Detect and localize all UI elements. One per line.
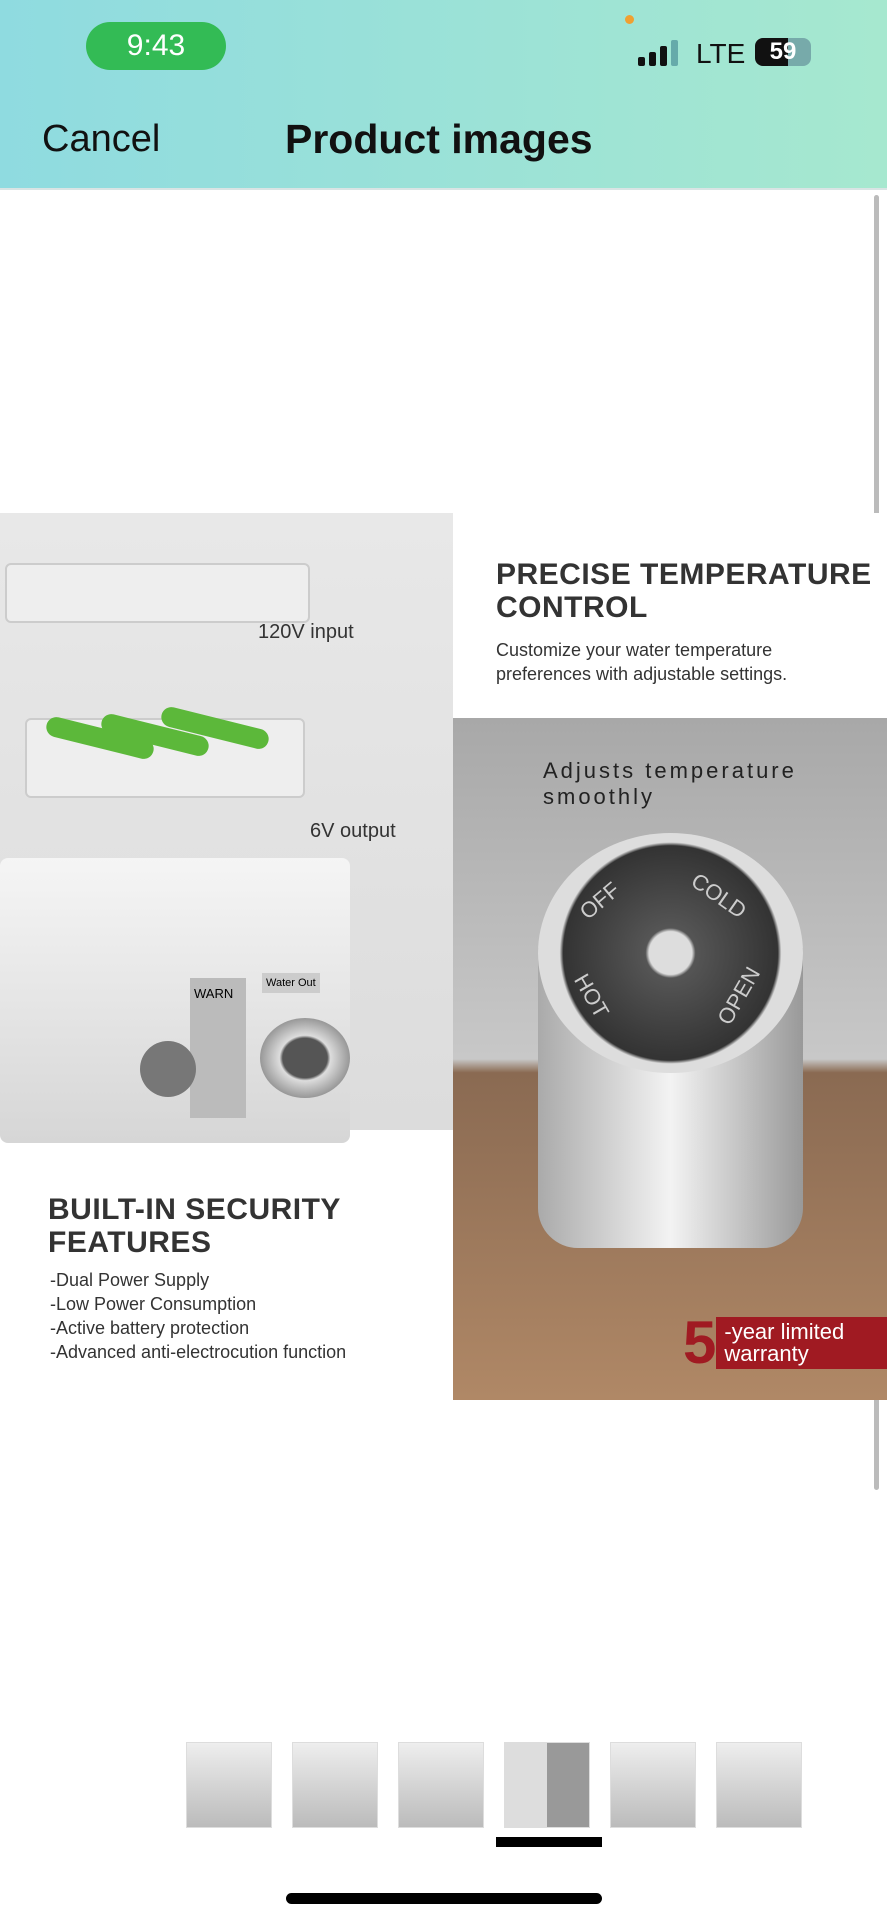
mixing-valve-photo: Adjusts temperature smoothly OFF COLD OP…	[453, 718, 887, 1400]
input-label: 120V input	[258, 621, 354, 643]
feature-item: -Active battery protection	[50, 1318, 250, 1338]
feature-item: -Advanced anti-electrocution function	[50, 1342, 347, 1362]
warranty-text: -year limited warranty	[716, 1316, 887, 1369]
control-box-illustration: WARN Water Out 120V input 6V output	[0, 513, 453, 1143]
knob-label: OFF	[574, 876, 625, 925]
arc-text: Adjusts temperature smoothly	[543, 758, 797, 809]
knob-label: COLD	[686, 867, 752, 924]
feature-list: -Dual Power Supply -Low Power Consumptio…	[50, 1268, 346, 1364]
temperature-heading: PRECISE TEMPERATURE CONTROL	[496, 558, 872, 624]
control-box: WARN Water Out	[0, 858, 350, 1143]
warranty-number: 5	[683, 1309, 717, 1376]
water-out-label: Water Out	[262, 973, 320, 993]
thumbnail-2[interactable]	[186, 1742, 272, 1828]
network-type: LTE	[696, 38, 746, 69]
thumbnail-7[interactable]	[716, 1742, 802, 1828]
home-indicator[interactable]	[286, 1893, 602, 1904]
thumbnail-4[interactable]	[398, 1742, 484, 1828]
privacy-indicator-dot	[625, 15, 634, 24]
signal-icon	[638, 40, 678, 66]
page-title: Product images	[285, 116, 593, 162]
thumbnail-6[interactable]	[610, 1742, 696, 1828]
selected-thumbnail-indicator	[496, 1837, 602, 1847]
box-lid	[5, 563, 310, 623]
feature-item: -Dual Power Supply	[50, 1270, 210, 1290]
water-outlet	[260, 1018, 350, 1098]
security-heading: BUILT-IN SECURITY FEATURES	[48, 1193, 341, 1259]
feature-item: -Low Power Consumption	[50, 1294, 257, 1314]
warranty-badge: 5-year limited warranty	[683, 1308, 887, 1377]
header: 9:43 LTE 59 Cancel Product images	[0, 0, 887, 190]
knob-label: OPEN	[712, 962, 766, 1030]
valve-knob: OFF COLD OPEN HOT	[538, 833, 803, 1073]
status-time: 9:43	[86, 22, 226, 70]
thumbnail-5-selected[interactable]	[504, 1742, 590, 1828]
battery-icon: 59	[755, 38, 811, 66]
cancel-button[interactable]: Cancel	[42, 118, 161, 160]
thumbnail-strip	[80, 1742, 802, 1828]
thumbnail-3[interactable]	[292, 1742, 378, 1828]
output-label: 6V output	[310, 820, 396, 842]
warn-label: WARN	[190, 978, 246, 1118]
temperature-text: Customize your water temperature prefere…	[496, 640, 788, 684]
product-image[interactable]: WARN Water Out 120V input 6V output PREC…	[0, 513, 887, 1400]
thumbnail-1[interactable]	[80, 1742, 166, 1828]
connector	[140, 1041, 196, 1097]
knob-label: HOT	[569, 969, 615, 1023]
